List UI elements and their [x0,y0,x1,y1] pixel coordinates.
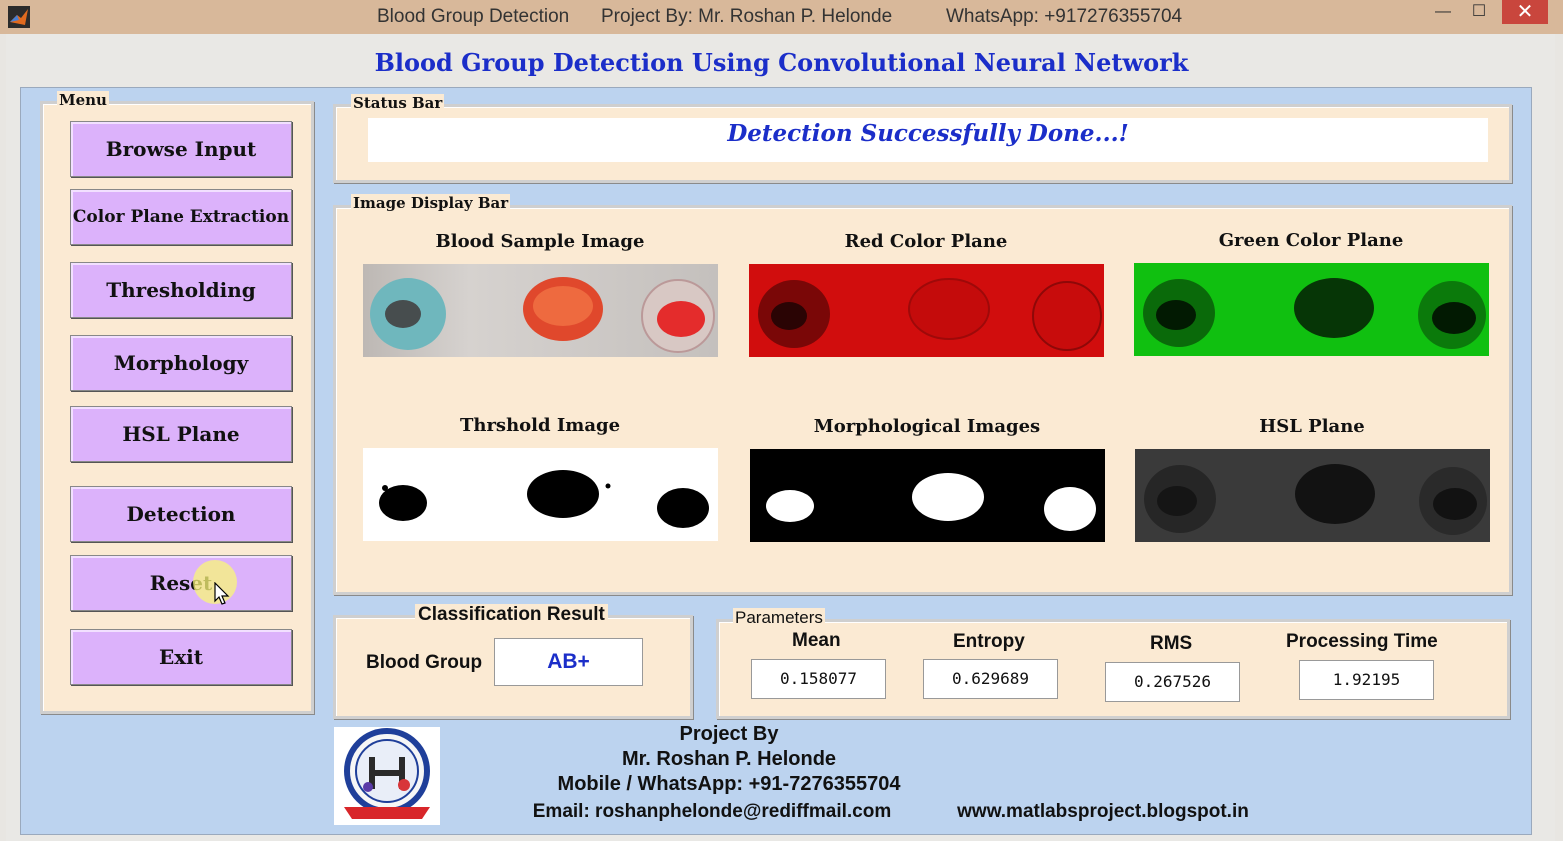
hsl-plane-title: HSL Plane [1259,416,1365,437]
blood-sample-image [363,264,718,357]
red-plane-image [749,264,1104,357]
matlab-icon [8,6,30,28]
reset-button[interactable]: Reset [70,555,292,611]
morphology-button[interactable]: Morphology [70,335,292,391]
maximize-button[interactable]: ☐ [1471,3,1487,20]
title-bar: Blood Group Detection Project By: Mr. Ro… [0,0,1563,34]
processing-time-value: 1.92195 [1299,660,1434,700]
red-plane-title: Red Color Plane [844,231,1008,252]
window-title: Blood Group Detection [377,6,570,27]
classification-legend: Classification Result [415,604,608,626]
thresholding-button[interactable]: Thresholding [70,262,292,318]
window-title-whatsapp: WhatsApp: +917276355704 [946,6,1183,27]
close-button[interactable]: ✕ [1502,0,1548,24]
entropy-label: Entropy [953,631,1025,652]
mean-label: Mean [792,630,841,651]
image-display-legend: Image Display Bar [351,194,511,212]
threshold-title: Thrshold Image [459,415,621,436]
exit-button[interactable]: Exit [70,629,292,685]
blood-group-value: AB+ [494,638,643,686]
project-logo-icon [344,728,430,819]
entropy-value: 0.629689 [923,659,1058,699]
hsl-plane-button[interactable]: HSL Plane [70,406,292,462]
menu-legend: Menu [57,91,109,109]
project-logo [334,727,440,825]
processing-time-label: Processing Time [1286,631,1438,652]
morphological-image [750,449,1105,542]
parameters-legend: Parameters [733,608,825,628]
green-plane-image [1134,263,1489,356]
detection-button[interactable]: Detection [70,486,292,542]
footer-mobile: Mobile / WhatsApp: +91-7276355704 [557,773,901,795]
rms-label: RMS [1150,633,1193,654]
mean-value: 0.158077 [751,659,886,699]
rms-value: 0.267526 [1105,662,1240,702]
window-title-author: Project By: Mr. Roshan P. Helonde [601,6,893,27]
browse-input-button[interactable]: Browse Input [70,121,292,177]
status-message: Detection Successfully Done...! [727,120,1129,147]
status-legend: Status Bar [351,94,445,112]
mouse-cursor-icon [214,582,230,605]
footer-name: Mr. Roshan P. Helonde [621,748,837,770]
morphological-title: Morphological Images [813,416,1041,437]
minimize-button[interactable]: — [1435,3,1451,20]
footer-project-by: Project By [679,723,779,745]
footer-email: Email: roshanphelonde@rediffmail.com [532,801,892,822]
blood-sample-title: Blood Sample Image [435,231,645,252]
status-field [368,118,1488,162]
page-title: Blood Group Detection Using Convolutiona… [374,48,1189,77]
green-plane-title: Green Color Plane [1218,230,1404,251]
hsl-plane-image [1135,449,1490,542]
footer-website: www.matlabsproject.blogspot.in [957,801,1249,822]
color-plane-extraction-button[interactable]: Color Plane Extraction [70,189,292,245]
blood-group-label: Blood Group [366,652,483,673]
threshold-image [363,448,718,541]
